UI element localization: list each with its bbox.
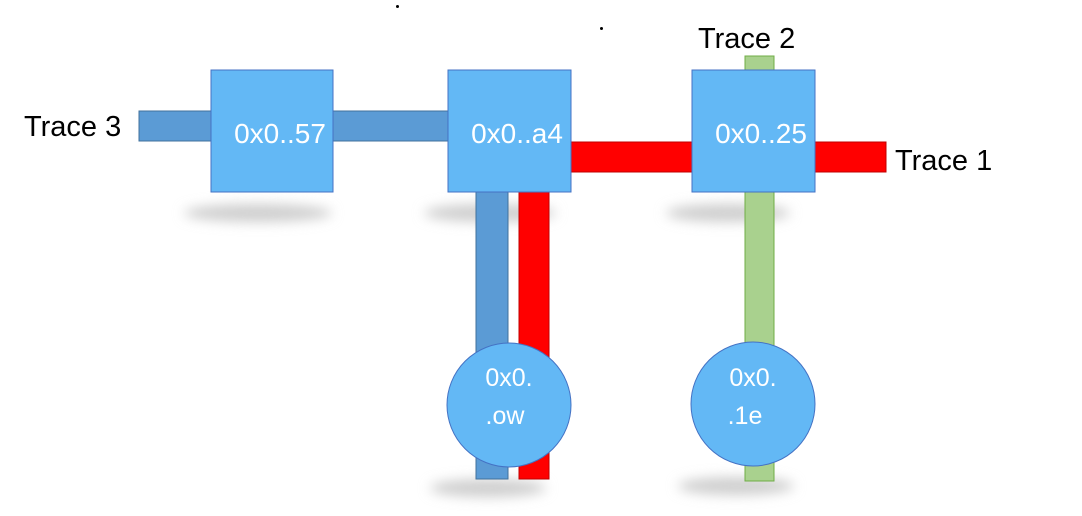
shadow-node-ow [430, 479, 546, 497]
node-a4-label: 0x0..a4 [471, 118, 563, 149]
node-25-box [691, 69, 816, 193]
trace-3-segment-left [138, 110, 212, 142]
node-25-label: 0x0..25 [715, 118, 807, 149]
node-ow-label-line2: .ow [486, 402, 526, 430]
trace-1-segment-middle [570, 141, 693, 173]
node-a4: 0x0..a4 [447, 69, 572, 193]
node-57-label: 0x0..57 [234, 118, 326, 149]
trace-3-segment-middle [332, 110, 449, 142]
node-ow-circle [446, 342, 572, 468]
trace-1-segment-right [814, 141, 887, 173]
node-ow: 0x0. .ow [446, 342, 572, 468]
node-ow-label-line1: 0x0. [485, 364, 532, 392]
stray-dot-2 [600, 27, 603, 30]
node-57: 0x0..57 [210, 69, 334, 193]
stray-dot-1 [396, 5, 399, 8]
trace-2-label: Trace 2 [698, 23, 796, 55]
node-57-box [210, 69, 334, 193]
trace-1-label: Trace 1 [895, 145, 993, 177]
trace-3-path [138, 110, 509, 480]
trace-3-label: Trace 3 [24, 111, 122, 143]
shadow-node-57 [184, 204, 332, 222]
node-a4-box [447, 69, 572, 193]
node-1e: 0x0. .1e [690, 341, 816, 467]
node-1e-label-line2: .1e [728, 402, 763, 430]
trace-2-segment-top [744, 55, 775, 71]
shadow-node-1e [678, 477, 794, 495]
node-25: 0x0..25 [691, 69, 816, 193]
node-1e-label-line1: 0x0. [729, 364, 776, 392]
node-1e-circle [690, 341, 816, 467]
